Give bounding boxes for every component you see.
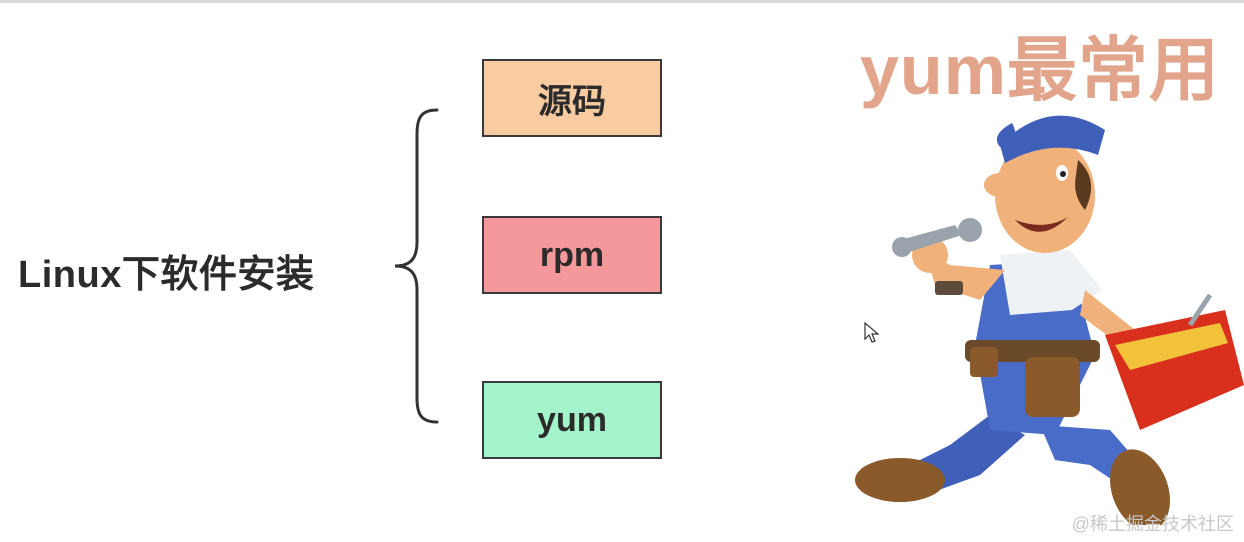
option-label: yum [537,400,607,439]
mouse-cursor-icon [864,322,880,343]
root-label: Linux下软件安装 [18,254,315,296]
curly-brace-icon [394,108,439,424]
option-yum-box: yum [482,381,662,459]
headline-text: yum最常用 [860,31,1220,109]
option-label: rpm [539,235,605,274]
worker-with-wrench-and-toolbox-icon [855,115,1244,525]
watermark: @稀土掘金技术社区 [1071,514,1234,534]
option-source-box: 源码 [482,59,662,137]
top-divider [0,0,1244,3]
option-rpm-box: rpm [482,216,662,294]
option-label: 源码 [538,82,606,121]
